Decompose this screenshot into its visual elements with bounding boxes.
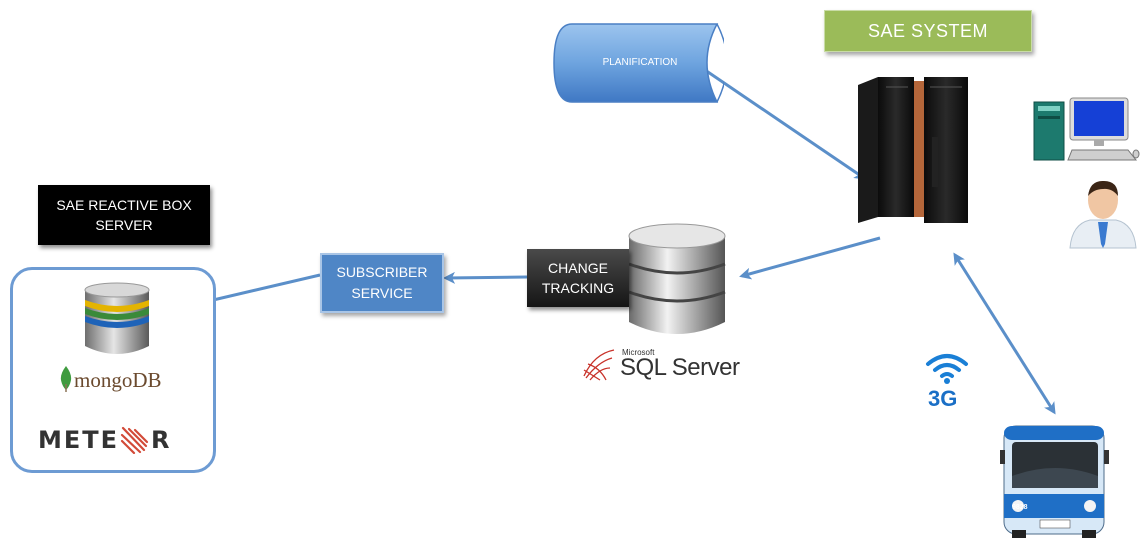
desktop-computer-icon: [1033, 97, 1140, 161]
change-tracking-line2: TRACKING: [541, 280, 615, 296]
database-icon: [84, 282, 150, 354]
mongodb-leaf-icon: [60, 366, 72, 392]
sql-server-small-text: Microsoft: [622, 348, 655, 357]
sql-server-logo: [583, 349, 615, 381]
subscriber-line1: SUBSCRIBER: [336, 264, 428, 280]
user-icon: [1069, 180, 1137, 249]
mongodb-label: mongoDB: [74, 368, 162, 392]
arrow-server-to-sqlserver: [739, 236, 881, 280]
meteor-icon: [120, 426, 149, 454]
subscriber-line2: SERVICE: [351, 285, 413, 301]
meteor-text-right: R: [151, 426, 172, 454]
change-tracking-label: CHANGE TRACKING: [527, 249, 629, 307]
server-rack-icon: [858, 77, 968, 223]
reactive-box-label-line1: SAE REACTIVE BOX: [56, 197, 192, 213]
arrow-server-bus-bidirectional: [953, 252, 1056, 415]
sae-system-label: SAE SYSTEM: [824, 10, 1032, 52]
planification-label: PLANIFICATION: [602, 57, 678, 68]
network-3g-label: 3G: [928, 386, 958, 411]
arrow-planification-to-server: [704, 68, 867, 180]
sql-server-text: SQL Server: [620, 354, 740, 381]
wifi-3g-icon: [926, 354, 968, 384]
sql-database-icon: [628, 223, 726, 334]
reactive-box-label: SAE REACTIVE BOX SERVER: [38, 185, 210, 245]
subscriber-service-label: SUBSCRIBER SERVICE: [320, 253, 444, 313]
bus-plate-number: 9828: [1012, 504, 1028, 511]
meteor-logo: METE R: [38, 425, 172, 455]
meteor-text-left: METE: [38, 426, 120, 454]
arrow-changetracking-to-subscriber: [443, 271, 528, 284]
sae-system-text: SAE SYSTEM: [867, 20, 989, 41]
change-tracking-line1: CHANGE: [548, 260, 608, 276]
reactive-box-label-line2: SERVER: [95, 217, 153, 233]
bus-icon: [1000, 425, 1109, 538]
planification-storage-icon: [553, 23, 724, 103]
